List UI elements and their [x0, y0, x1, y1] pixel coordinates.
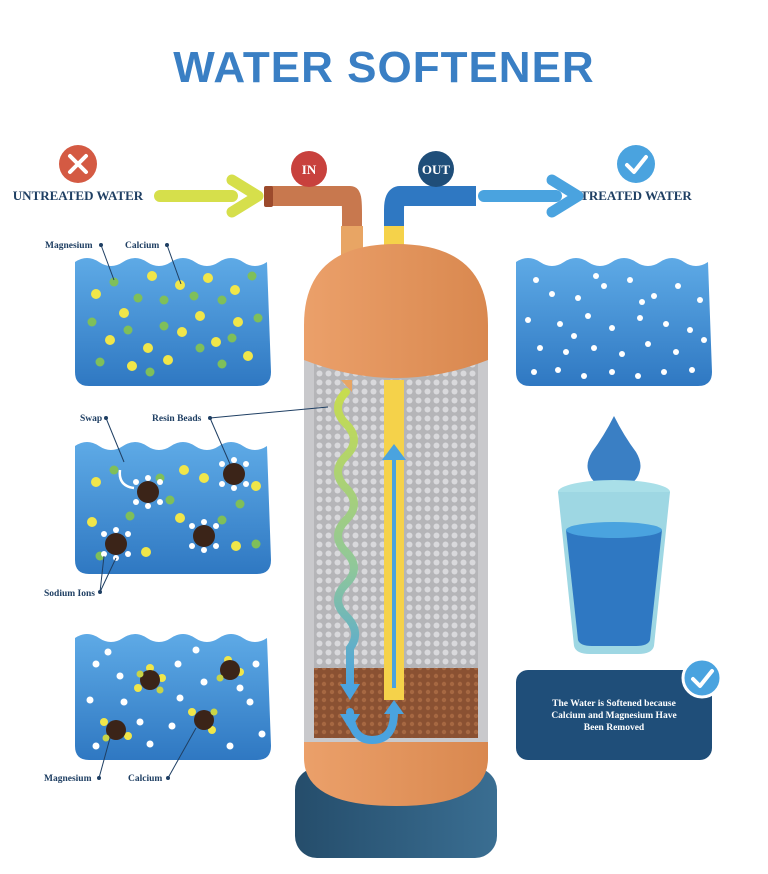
- magnesium-label-top: Magnesium: [45, 241, 93, 251]
- note-line-1: The Water is Softened because: [552, 699, 676, 709]
- sodium-ions: [101, 457, 249, 561]
- tank-dome: [304, 244, 488, 378]
- treated-water-label: TREATED WATER: [580, 188, 692, 203]
- untreated-flow-arrow: [154, 174, 264, 218]
- magnesium-label-bottom: Magnesium: [44, 774, 92, 784]
- resin-bead: [105, 463, 245, 555]
- in-badge: IN: [291, 151, 327, 187]
- check-circle-icon: [681, 657, 723, 699]
- uturn-path: [346, 708, 398, 745]
- note-line-2: Calcium and Magnesium Have: [551, 711, 676, 721]
- x-circle-icon: [59, 145, 97, 183]
- note-line-3: Been Removed: [584, 723, 645, 733]
- ion-exchange-panel: [75, 442, 271, 574]
- out-badge: OUT: [418, 151, 454, 187]
- result-note: The Water is Softened because Calcium an…: [516, 657, 723, 760]
- softener-tank: [295, 244, 497, 858]
- calcium-label-top: Calcium: [125, 241, 159, 251]
- out-label: OUT: [422, 162, 451, 177]
- calcium-ions: [91, 271, 253, 371]
- check-circle-icon: [617, 145, 655, 183]
- treated-flow-arrow: [478, 174, 584, 218]
- outlet-pipe: [384, 186, 476, 250]
- in-label: IN: [302, 162, 317, 177]
- soft-water-panel: [516, 258, 712, 386]
- page-title: WATER SOFTENER: [173, 43, 594, 92]
- magnesium-ions: [87, 271, 263, 377]
- glass-of-water-icon: [558, 480, 670, 654]
- inflow-path: [334, 388, 360, 690]
- tank-bottom-cap: [304, 740, 488, 806]
- calcium-label-bottom: Calcium: [128, 774, 162, 784]
- water-drop-icon: [587, 416, 641, 488]
- saturated-resin-panel: [75, 634, 271, 760]
- untreated-water-label: UNTREATED WATER: [13, 188, 144, 203]
- hard-water-panel: [75, 258, 271, 386]
- sodium-ions-label: Sodium Ions: [44, 589, 95, 599]
- resin-beads-label: Resin Beads: [152, 414, 202, 424]
- swap-label: Swap: [80, 414, 102, 424]
